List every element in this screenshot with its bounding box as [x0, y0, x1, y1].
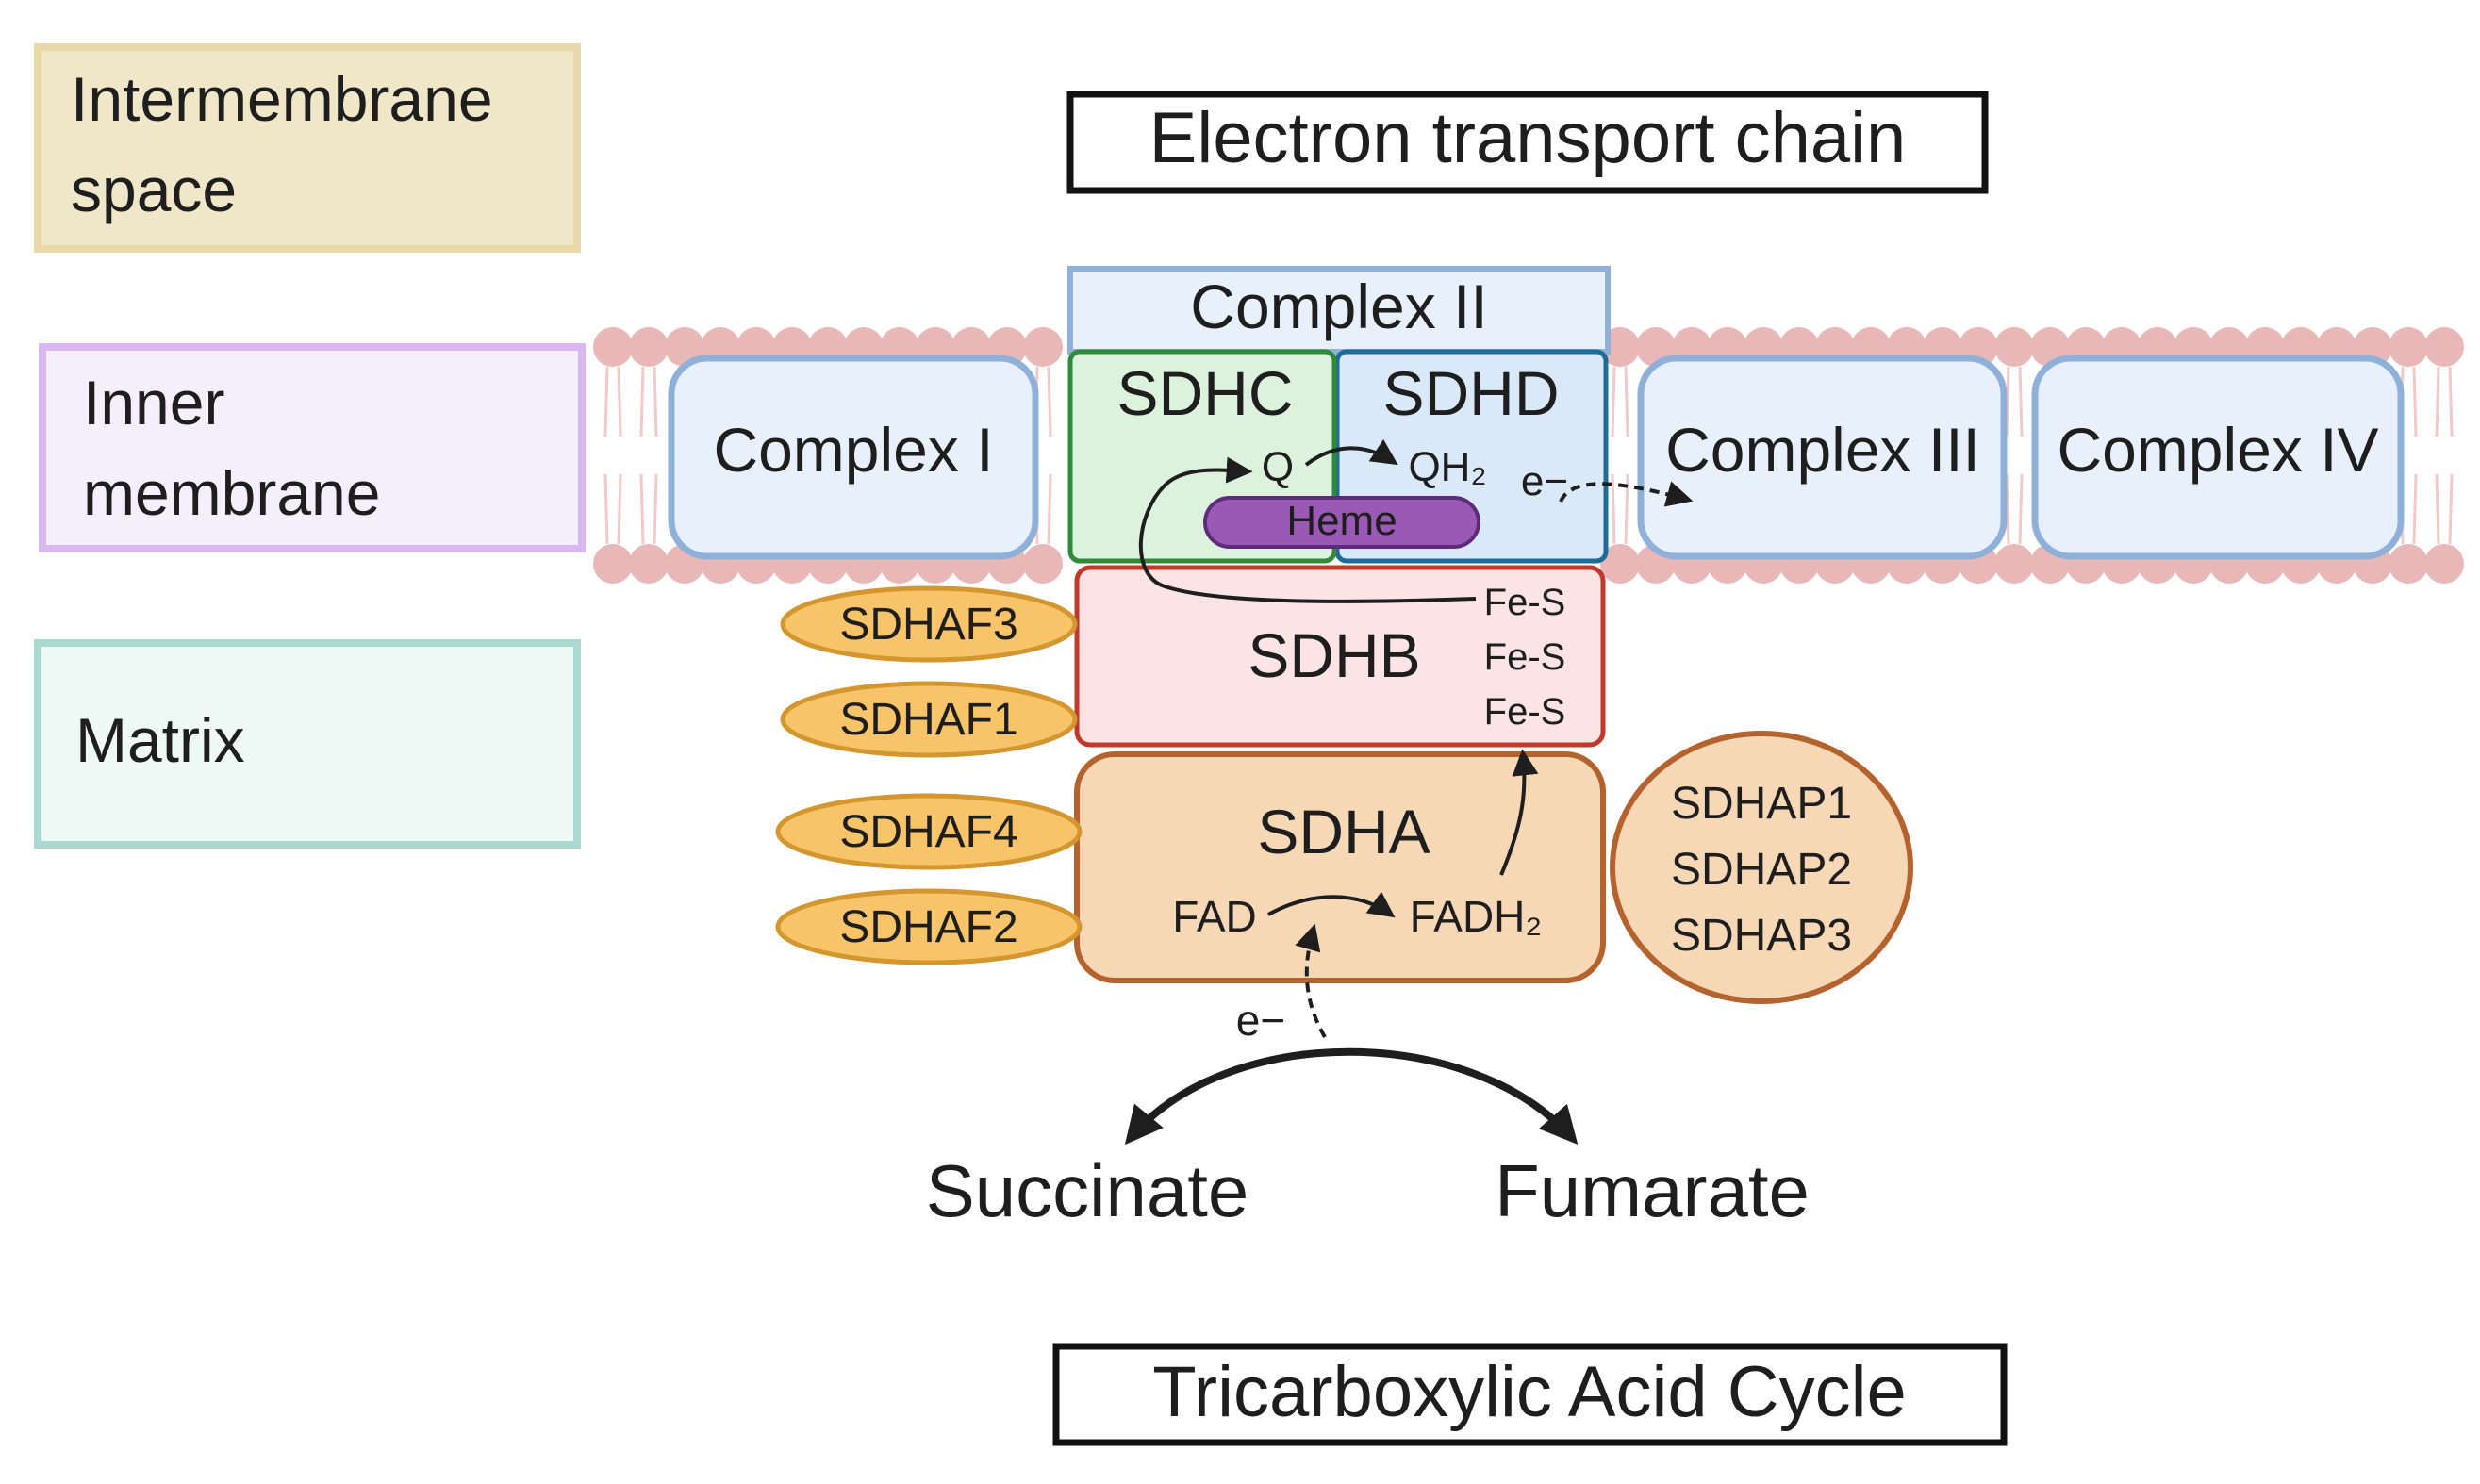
sdhaf4-label: SDHAF4: [839, 807, 1017, 857]
sdha-label: SDHA: [1257, 797, 1430, 866]
lipid-head: [629, 544, 669, 584]
lipid-head: [1023, 327, 1063, 367]
electron-label-membrane: e−: [1521, 458, 1568, 504]
fadh2-label: FADH₂: [1410, 892, 1543, 941]
lipid-tail: [603, 366, 622, 437]
sdhaf3-label: SDHAF3: [839, 600, 1017, 650]
fad-to-fadh2-arrow: [1267, 891, 1396, 918]
complex-1-label: Complex I: [713, 415, 993, 485]
lipid-tail: [2435, 366, 2454, 437]
fes-cluster-3: Fe-S: [1484, 691, 1566, 733]
electron-to-complex3-arrow: [1559, 481, 1694, 507]
lipid-head: [593, 327, 633, 367]
lipid-head: [2424, 327, 2464, 367]
legend-inner-line1: Inner: [83, 368, 224, 437]
lipid-head: [629, 327, 669, 367]
complex-2-label: Complex II: [1190, 272, 1487, 341]
lipid-head: [2389, 544, 2428, 584]
legend-inner-line2: membrane: [83, 458, 380, 528]
lipid-tail: [639, 473, 658, 545]
legend-matrix: Matrix: [34, 639, 581, 849]
sdhc-label: SDHC: [1116, 358, 1293, 428]
sdhap1-label: SDHAP1: [1671, 779, 1852, 829]
fes-cluster-2: Fe-S: [1484, 636, 1566, 678]
etc-title-text: Electron transport chain: [1149, 98, 1907, 178]
sdhaf1-label: SDHAF1: [839, 695, 1017, 745]
lipid-tail: [1611, 366, 1629, 437]
legend-intermembrane-line2: space: [71, 155, 237, 224]
legend-matrix-label: Matrix: [75, 705, 245, 775]
q-to-qh2-arrow: [1304, 438, 1398, 467]
sdhd-label: SDHD: [1382, 358, 1559, 428]
sdhap2-label: SDHAP2: [1671, 845, 1852, 895]
heme-group: Heme: [1203, 496, 1480, 549]
fad-label: FAD: [1172, 892, 1256, 941]
sdhaf2-label: SDHAF2: [839, 902, 1017, 952]
lipid-head: [665, 327, 704, 367]
complex-2: Complex II SDHD SDHC Heme Q QH₂ e−: [1067, 266, 1611, 564]
lipid-tail: [2005, 366, 2024, 437]
fumarate-label: Fumarate: [1495, 1149, 1810, 1232]
complex-1: Complex I: [668, 355, 1039, 560]
lipid-tail: [2005, 473, 2024, 545]
sdhaf3: SDHAF3: [780, 585, 1078, 663]
sdhb-subunit: SDHB Fe-S Fe-S Fe-S: [1074, 565, 1606, 748]
fes-cluster-1: Fe-S: [1484, 582, 1566, 623]
electron-flow-arrows: [1124, 438, 1694, 1146]
sdhaf4: SDHAF4: [775, 793, 1083, 870]
lipid-head: [1600, 544, 1640, 584]
sdhaf1: SDHAF1: [780, 681, 1078, 758]
tca-title-text: Tricarboxylic Acid Cycle: [1152, 1352, 1907, 1432]
heme-label: Heme: [1286, 498, 1397, 544]
lipid-tail: [603, 473, 622, 545]
electron-label-matrix: e−: [1236, 996, 1285, 1045]
lipid-tail: [639, 366, 658, 437]
fadh2-to-fes-arrow: [1499, 749, 1539, 876]
complex-4-label: Complex IV: [2057, 415, 2378, 485]
lipid-head: [1994, 327, 2034, 367]
sdhaf2: SDHAF2: [775, 888, 1083, 965]
succinate-fumarate-arrow: [1124, 1047, 1579, 1146]
ubiquinol-label: QH₂: [1408, 444, 1486, 490]
fes-to-q-arrow: [1138, 456, 1477, 603]
lipid-head: [2424, 544, 2464, 584]
lipid-head: [2389, 327, 2428, 367]
lipid-head: [593, 544, 633, 584]
sdhb-label: SDHB: [1248, 620, 1420, 690]
etc-title: Electron transport chain: [1066, 91, 1989, 194]
legend-inner-membrane: Inner membrane: [39, 343, 586, 552]
lipid-head: [1994, 544, 2034, 584]
electron-from-succinate-arrow: [1295, 923, 1327, 1038]
legend-intermembrane-line1: Intermembrane: [71, 64, 493, 134]
complex-3-label: Complex III: [1665, 415, 1980, 485]
lipid-tail: [2435, 473, 2454, 545]
sdha-subunit: SDHA FAD FADH₂: [1074, 751, 1606, 983]
sdhap3-label: SDHAP3: [1671, 911, 1852, 961]
ubiquinone-label: Q: [1262, 444, 1294, 490]
succinate-label: Succinate: [926, 1149, 1249, 1232]
legend-intermembrane-space: Intermembrane space: [34, 43, 581, 253]
sdha-pseudogenes: SDHAP1 SDHAP2 SDHAP3: [1610, 731, 1913, 1004]
tca-title: Tricarboxylic Acid Cycle: [1052, 1343, 2008, 1446]
complex-3: Complex III: [1637, 355, 2008, 560]
complex-4: Complex IV: [2031, 355, 2405, 560]
lipid-head: [1023, 544, 1063, 584]
